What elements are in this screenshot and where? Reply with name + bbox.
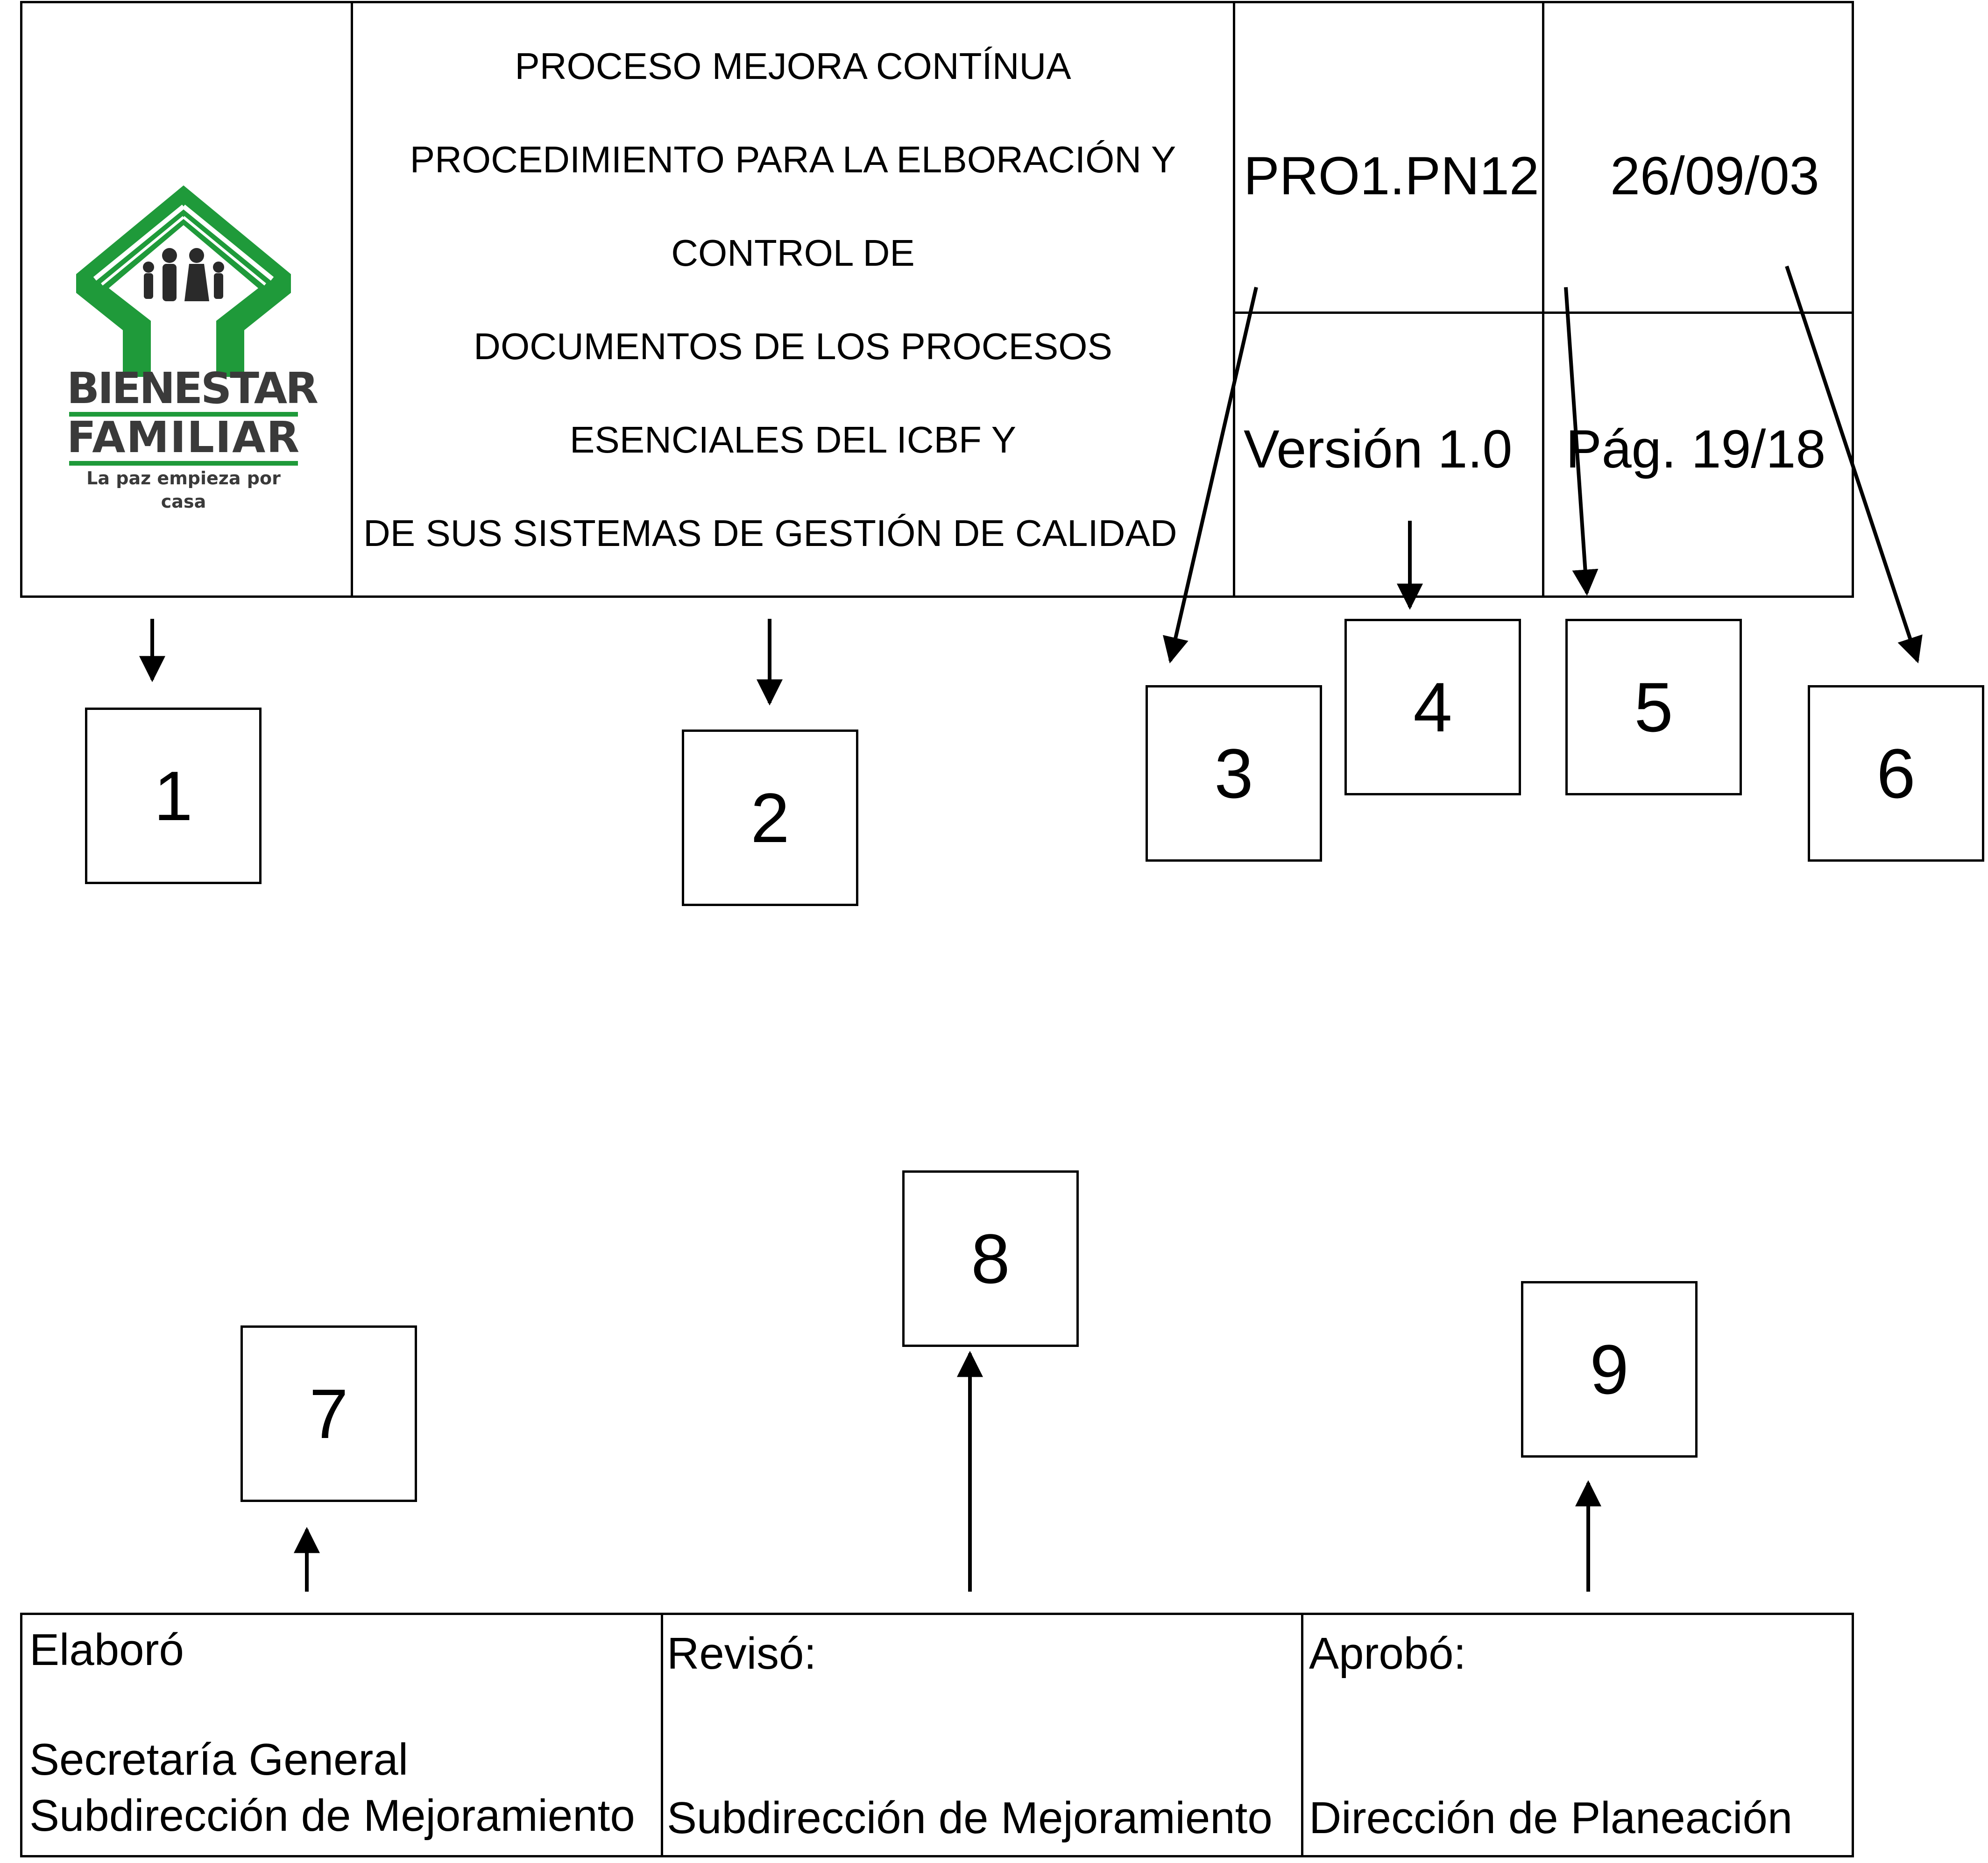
logo-tagline: La paz empieza por casa	[86, 468, 281, 512]
document-version: Versión 1.0	[1244, 419, 1513, 479]
title-line: PROCESO MEJORA CONTÍNUA	[515, 45, 1071, 87]
arrow-3	[1163, 287, 1258, 664]
title-line: PROCEDIMIENTO PARA LA ELBORACIÓN Y	[410, 139, 1176, 180]
aprobo-value: Dirección de Planeación	[1309, 1793, 1793, 1843]
header-divider	[1233, 3, 1235, 595]
title-line: CONTROL DE	[671, 232, 915, 274]
callout-box-3: 3	[1146, 685, 1322, 862]
aprobo-label: Aprobó:	[1309, 1629, 1466, 1679]
callout-box-5: 5	[1565, 619, 1742, 795]
header-table: BIENESTAR FAMILIAR La paz empieza por ca…	[20, 1, 1854, 598]
reviso-label: Revisó:	[667, 1629, 817, 1679]
callout-box-1: 1	[85, 708, 262, 884]
footer-table: Elaboró Secretaría General Subdirección …	[20, 1613, 1854, 1857]
document-date: 26/09/03	[1610, 146, 1819, 206]
logo-emblem-icon	[76, 185, 291, 377]
logo: BIENESTAR FAMILIAR La paz empieza por ca…	[67, 181, 318, 512]
callout-box-4: 4	[1344, 619, 1521, 795]
arrow-6	[1785, 265, 1923, 664]
logo-name: FAMILIAR	[67, 412, 301, 462]
logo-rule	[69, 461, 298, 466]
document-title: PROCESO MEJORA CONTÍNUA PROCEDIMIENTO PA…	[353, 3, 1233, 595]
header-divider	[351, 3, 353, 595]
reviso-value: Subdirección de Mejoramiento	[667, 1793, 1273, 1843]
document-code: PRO1.PN12	[1244, 146, 1539, 206]
page-number: Pág. 19/18	[1566, 419, 1826, 479]
logo-name: BIENESTAR	[67, 363, 318, 413]
logo-rule	[69, 412, 298, 417]
callout-box-8: 8	[902, 1170, 1079, 1347]
elaboro-line1: Secretaría General	[29, 1735, 409, 1785]
callout-box-9: 9	[1521, 1281, 1698, 1458]
title-line: DOCUMENTOS DE LOS PROCESOS	[474, 326, 1112, 367]
elaboro-line2: Subdirección de Mejoramiento	[29, 1791, 635, 1841]
elaboro-label: Elaboró	[29, 1625, 184, 1675]
callout-box-6: 6	[1808, 685, 1984, 862]
title-line: DE SUS SISTEMAS DE GESTIÓN DE CALIDAD	[363, 512, 1177, 554]
arrow-5	[1564, 287, 1599, 596]
header-divider	[1233, 312, 1852, 314]
footer-divider	[1301, 1615, 1303, 1855]
header-divider	[1542, 3, 1544, 595]
footer-divider	[661, 1615, 663, 1855]
title-line: ESENCIALES DEL ICBF Y	[570, 419, 1016, 460]
callout-box-2: 2	[682, 730, 858, 906]
callout-box-7: 7	[241, 1325, 417, 1502]
